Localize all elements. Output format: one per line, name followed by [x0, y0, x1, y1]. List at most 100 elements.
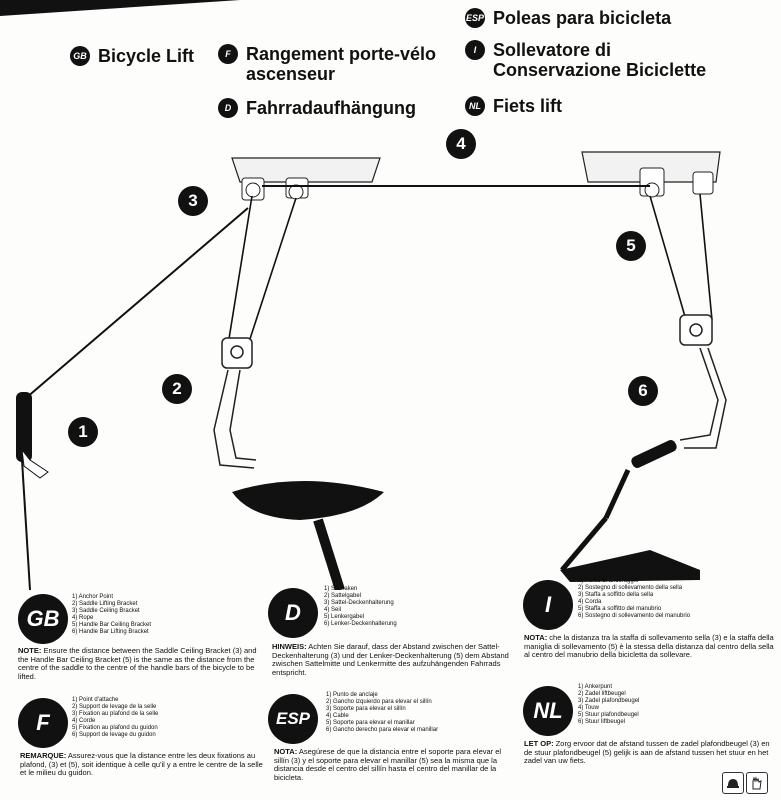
nl-note-text: Zorg ervoor dat de afstand tussen de zad…: [524, 739, 770, 766]
title-i: I Sollevatore di Conservazione Biciclett…: [465, 40, 725, 80]
list-item: 1) Punto de anclaje: [326, 692, 378, 698]
list-item: 1) Point d'attache: [72, 697, 119, 703]
nl-flag-badge: NL: [465, 96, 485, 116]
list-item: 1) Anchor Point: [72, 594, 114, 600]
list-item: 6) Lenker-Deckenhalterung: [324, 621, 397, 627]
list-item: 6) Stuur liftbeugel: [578, 719, 626, 725]
d-note-text: Achten Sie darauf, dass der Abstand zwis…: [272, 642, 509, 677]
list-item: 3) Zadel plafondbeugel: [578, 698, 640, 704]
list-item: 2) Saddle Lifting Bracket: [72, 601, 138, 607]
i-flag-badge: I: [465, 40, 485, 60]
nl-note: LET OP: Zorg ervoor dat de afstand tusse…: [524, 739, 774, 766]
top-corner-shape: [0, 0, 240, 16]
callout-6: 6: [628, 376, 658, 406]
list-item: 5) Fixation au plafond du guidon: [72, 725, 158, 731]
esp-parts-list: 1) Punto de anclaje 2) Gancho izquierdo …: [326, 692, 486, 734]
title-nl-text: Fiets lift: [493, 96, 563, 116]
d-badge: D: [268, 588, 318, 638]
gb-flag-badge: GB: [70, 46, 90, 66]
i-parts-list: 1) Punto di ancoraggio 2) Sostegno di so…: [578, 578, 748, 620]
list-item: 2) Sattelgabel: [324, 593, 362, 599]
callout-3: 3: [178, 186, 208, 216]
esp-note-text: Asegúrese de que la distancia entre el s…: [274, 747, 502, 782]
i-note-text: che la distanza tra la staffa di solleva…: [524, 633, 774, 660]
callout-5: 5: [616, 231, 646, 261]
esp-note-label: NOTA:: [274, 747, 298, 756]
d-note-label: HINWEIS:: [272, 642, 307, 651]
callout-1: 1: [68, 417, 98, 447]
list-item: 2) Sostegno di sollevamento della sella: [578, 585, 683, 591]
f-note-text: Assurez-vous que la distance entre les d…: [20, 751, 263, 778]
list-item: 1) Ankerpunt: [578, 684, 613, 690]
saddle-drawing: [232, 481, 384, 590]
esp-note: NOTA: Asegúrese de que la distancia entr…: [274, 747, 510, 782]
list-item: 4) Cable: [326, 713, 349, 719]
list-item: 3) Fixation au plafond de la selle: [72, 711, 159, 717]
i-note-label: NOTA:: [524, 633, 548, 642]
list-item: 3) Sattel-Deckenhalterung: [324, 600, 394, 606]
list-item: 2) Zadel liftbeugel: [578, 691, 626, 697]
list-item: 5) Lenkergabel: [324, 614, 365, 620]
title-i-text: Sollevatore di Conservazione Biciclette: [493, 40, 707, 80]
callout-2: 2: [162, 374, 192, 404]
d-note: HINWEIS: Achten Sie darauf, dass der Abs…: [272, 642, 512, 677]
list-item: 5) Staffa a soffitto del manubrio: [578, 606, 662, 612]
handlebar-ceiling-bracket-drawing: [581, 151, 721, 198]
list-item: 6) Sostegno di sollevamento del manubrio: [578, 613, 691, 619]
saddle-lifting-bracket-drawing: [213, 337, 257, 469]
nl-parts-list: 1) Ankerpunt 2) Zadel liftbeugel 3) Zade…: [578, 684, 698, 726]
nl-badge: NL: [523, 686, 573, 736]
title-esp: ESP Poleas para bicicleta: [465, 8, 671, 28]
list-item: 1) Punto di ancoraggio: [578, 578, 639, 584]
list-item: 4) Seil: [324, 607, 342, 613]
title-gb: GB Bicycle Lift: [70, 46, 194, 66]
esp-badge: ESP: [268, 694, 318, 744]
list-item: 6) Gancho derecho para elevar el manilla…: [326, 727, 439, 733]
gb-note-label: NOTE:: [18, 646, 42, 655]
i-note: NOTA: che la distanza tra la staffa di s…: [524, 633, 774, 660]
gb-note-text: Ensure the distance between the Saddle C…: [18, 646, 257, 681]
list-item: 5) Handle Bar Ceiling Bracket: [72, 622, 152, 628]
esp-flag-badge: ESP: [465, 8, 485, 28]
gloves-icon: [746, 772, 768, 794]
d-flag-badge: D: [218, 98, 238, 118]
title-f-text: Rangement porte-vélo ascenseur: [246, 44, 437, 84]
handlebar-lifting-bracket-drawing: [679, 314, 727, 449]
list-item: 2) Support de levage de la selle: [72, 704, 157, 710]
list-item: 4) Rope: [72, 615, 94, 621]
list-item: 3) Staffa a soffitto della sella: [578, 592, 654, 598]
bicycle-lift-diagram: [16, 151, 727, 590]
list-item: 6) Handle Bar Lifting Bracket: [72, 629, 149, 635]
gb-badge: GB: [18, 594, 68, 644]
title-d: D Fahrradaufhängung: [218, 98, 416, 118]
list-item: 4) Corda: [578, 599, 602, 605]
f-note-label: REMARQUE:: [20, 751, 67, 760]
callout-4: 4: [446, 129, 476, 159]
list-item: 5) Stuur plafondbeugel: [578, 712, 639, 718]
f-badge: F: [18, 698, 68, 748]
gb-note: NOTE: Ensure the distance between the Sa…: [18, 646, 266, 681]
helmet-icon: [722, 772, 744, 794]
list-item: 2) Gancho izquierdo para elevar el sillí…: [326, 699, 432, 705]
saddle-ceiling-bracket-drawing: [231, 157, 381, 201]
gb-parts-list: 1) Anchor Point 2) Saddle Lifting Bracke…: [72, 594, 192, 636]
f-parts-list: 1) Point d'attache 2) Support de levage …: [72, 697, 202, 739]
title-nl: NL Fiets lift: [465, 96, 562, 116]
list-item: 1) Seilhaken: [324, 586, 358, 592]
list-item: 6) Support de levage du guidon: [72, 732, 156, 738]
f-note: REMARQUE: Assurez-vous que la distance e…: [20, 751, 268, 778]
list-item: 5) Soporte para elevar el manillar: [326, 720, 415, 726]
title-d-text: Fahrradaufhängung: [246, 98, 416, 118]
list-item: 3) Saddle Ceiling Bracket: [72, 608, 140, 614]
handlebar-drawing: [560, 440, 700, 582]
list-item: 4) Corde: [72, 718, 96, 724]
f-flag-badge: F: [218, 44, 238, 64]
title-gb-text: Bicycle Lift: [98, 46, 195, 66]
list-item: 4) Touw: [578, 705, 599, 711]
i-badge: I: [523, 580, 573, 630]
d-parts-list: 1) Seilhaken 2) Sattelgabel 3) Sattel-De…: [324, 586, 454, 628]
title-esp-text: Poleas para bicicleta: [493, 8, 672, 28]
title-f: F Rangement porte-vélo ascenseur: [218, 44, 443, 84]
nl-note-label: LET OP:: [524, 739, 554, 748]
list-item: 3) Soporte para elevar el sillín: [326, 706, 406, 712]
